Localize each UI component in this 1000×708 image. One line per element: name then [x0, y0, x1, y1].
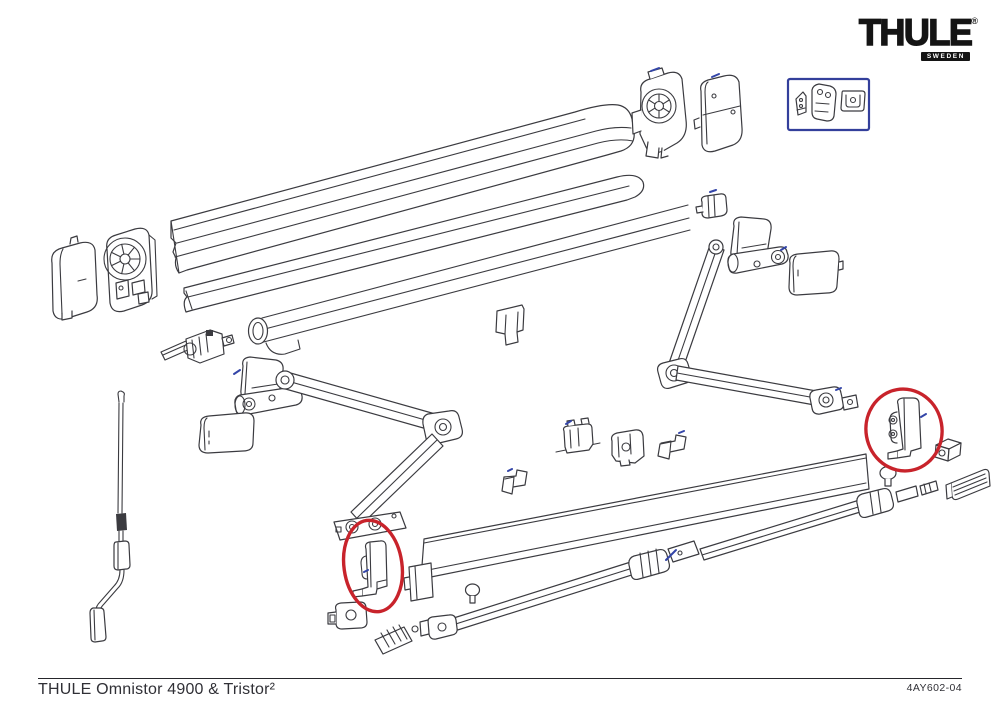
callout-bracket-part: [795, 91, 807, 116]
thule-logo-text: THULE: [858, 11, 973, 54]
thule-logo-tagline: SWEDEN: [920, 52, 970, 61]
case-clip: [495, 304, 525, 346]
left-end-cap-cover: [51, 235, 98, 321]
lead-rail-end-slider-left: [352, 540, 388, 598]
right-arm-cover-plate: [788, 250, 844, 296]
crank-handle: [89, 390, 131, 643]
left-arm-mount-bracket: [234, 356, 303, 416]
registered-trademark-icon: ®: [971, 16, 978, 26]
right-arm-mount-bracket: [727, 216, 789, 274]
mounting-clips: [501, 417, 687, 495]
left-spring-arm: [275, 370, 463, 525]
product-title: THULE Omnistor 4900 & Tristor²: [38, 681, 276, 698]
footer-divider: [38, 678, 962, 679]
rail-segment-right: [945, 468, 991, 501]
case-front-profile: [183, 174, 645, 313]
winch-spindle: [160, 329, 235, 364]
lead-rail-end-slider-right: [887, 397, 922, 460]
assembly-marker-ticks: [233, 67, 927, 573]
document-code: 4AY602-04: [906, 682, 962, 694]
slider-bracket: [555, 417, 601, 454]
clip-lower-left: [501, 469, 528, 495]
front-panel: [403, 453, 870, 602]
clip-right: [657, 434, 687, 460]
thule-logo: THULE® SWEDEN: [838, 11, 978, 68]
left-arm-cover-plate: [198, 412, 255, 454]
spare-kit-callout: [786, 77, 871, 132]
left-gear-motor-unit: [103, 227, 158, 313]
right-spring-arm: [656, 239, 859, 415]
case-lid-profile: [170, 104, 635, 274]
right-arm-connector: [695, 193, 728, 219]
callout-plate-part: [811, 83, 837, 122]
case-end-cap-right: [693, 74, 743, 153]
fabric-roller: [247, 204, 691, 355]
motor-gearbox: [631, 67, 687, 159]
highlight-ellipse-left: [341, 518, 405, 614]
highlight-ellipse-right: [864, 387, 944, 473]
callout-cap-part: [840, 90, 866, 112]
tension-rafter: [411, 480, 939, 640]
left-foot-hinge: [333, 511, 407, 541]
rafter-end-fittings-left: [327, 601, 413, 655]
footer: THULE Omnistor 4900 & Tristor² 4AY602-04: [38, 678, 962, 699]
clamp-bracket: [610, 429, 645, 467]
knob-left: [464, 583, 481, 604]
